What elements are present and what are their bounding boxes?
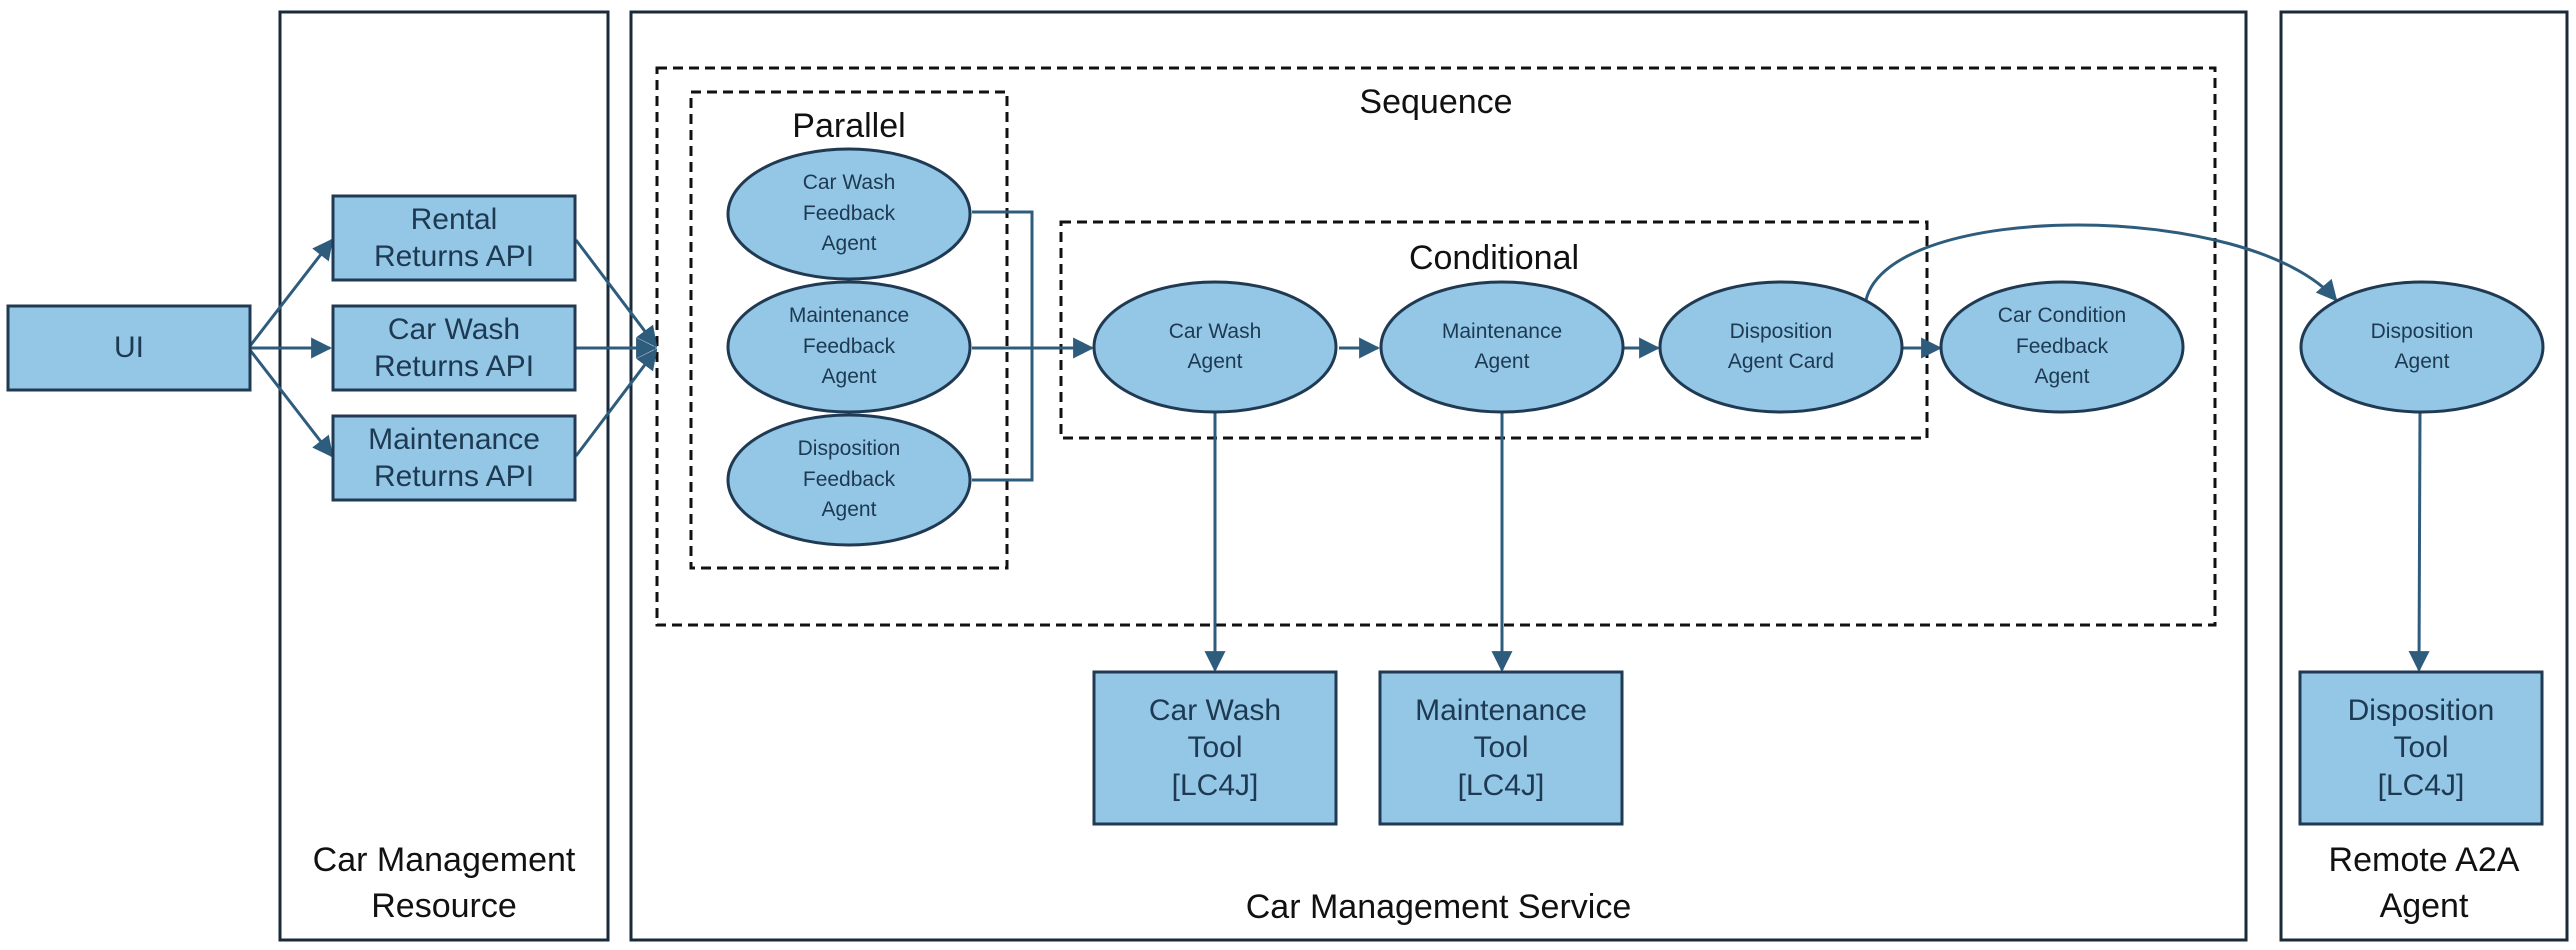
conditional-label: Conditional (1408, 238, 1580, 277)
car-management-resource-label: Car Management Resource (312, 841, 576, 925)
car-management-resource-container (278, 10, 610, 942)
carwash-feedback-agent (726, 147, 972, 281)
maintenance-feedback-agent-label: Maintenance Feedback Agent (788, 304, 910, 389)
maintenance-tool-label: Maintenance Tool [LC4J] (1415, 693, 1587, 802)
maintenance-returns-api-label: Maintenance Returns API (368, 422, 540, 494)
arrow-ui-to-maintenance-api (248, 349, 334, 458)
rental-returns-api-label: Rental Returns API (373, 202, 535, 274)
car-management-service-label: Car Management Service (1245, 888, 1632, 927)
remote-a2a-agent-label: Remote A2A Agent (2328, 841, 2520, 925)
ui-box-label: UI (114, 331, 144, 365)
remote-disposition-agent (2299, 280, 2545, 414)
carwash-feedback-agent-label: Car Wash Feedback Agent (802, 171, 896, 256)
ui-box (6, 304, 252, 392)
arrow-rental-api-to-sequence (574, 239, 658, 348)
carwash-returns-api-box (331, 304, 577, 392)
carwash-tool-box (1092, 670, 1338, 826)
maintenance-returns-api-box (331, 414, 577, 502)
carwash-agent (1092, 280, 1338, 414)
disposition-tool-box (2298, 670, 2544, 826)
remote-a2a-agent-container (2279, 10, 2569, 942)
conditional-frame (1059, 220, 1929, 440)
maintenance-feedback-agent (726, 280, 972, 414)
connector-carwash-feedback (972, 210, 1034, 348)
carwash-agent-label: Car Wash Agent (1168, 319, 1262, 373)
disposition-feedback-agent (726, 413, 972, 547)
maintenance-tool-box (1378, 670, 1624, 826)
disposition-feedback-agent-label: Disposition Feedback Agent (797, 437, 901, 522)
parallel-frame (689, 90, 1009, 570)
arrow-disposition-card-to-remote-agent (1864, 223, 2338, 302)
parallel-label: Parallel (792, 106, 906, 145)
carwash-tool-label: Car Wash Tool [LC4J] (1148, 693, 1282, 802)
sequence-label: Sequence (1359, 82, 1513, 121)
maintenance-agent-label: Maintenance Agent (1441, 319, 1563, 373)
car-management-service-container (629, 10, 2248, 942)
rental-returns-api-box (331, 194, 577, 282)
arrow-maintenance-api-to-sequence (574, 348, 658, 457)
connector-disposition-feedback (972, 348, 1034, 482)
carwash-returns-api-label: Car Wash Returns API (373, 312, 535, 384)
maintenance-agent (1379, 280, 1625, 414)
remote-disposition-agent-label: Disposition Agent (2370, 319, 2474, 373)
disposition-tool-label: Disposition Tool [LC4J] (2347, 693, 2495, 802)
disposition-agent-card (1658, 280, 1904, 414)
arrow-ui-to-rental-api (248, 238, 334, 347)
car-condition-feedback-agent (1939, 280, 2185, 414)
disposition-agent-card-label: Disposition Agent Card (1727, 319, 1835, 373)
arrow-remote-agent-to-tool (2408, 411, 2430, 673)
car-condition-feedback-agent-label: Car Condition Feedback Agent (1997, 304, 2127, 389)
